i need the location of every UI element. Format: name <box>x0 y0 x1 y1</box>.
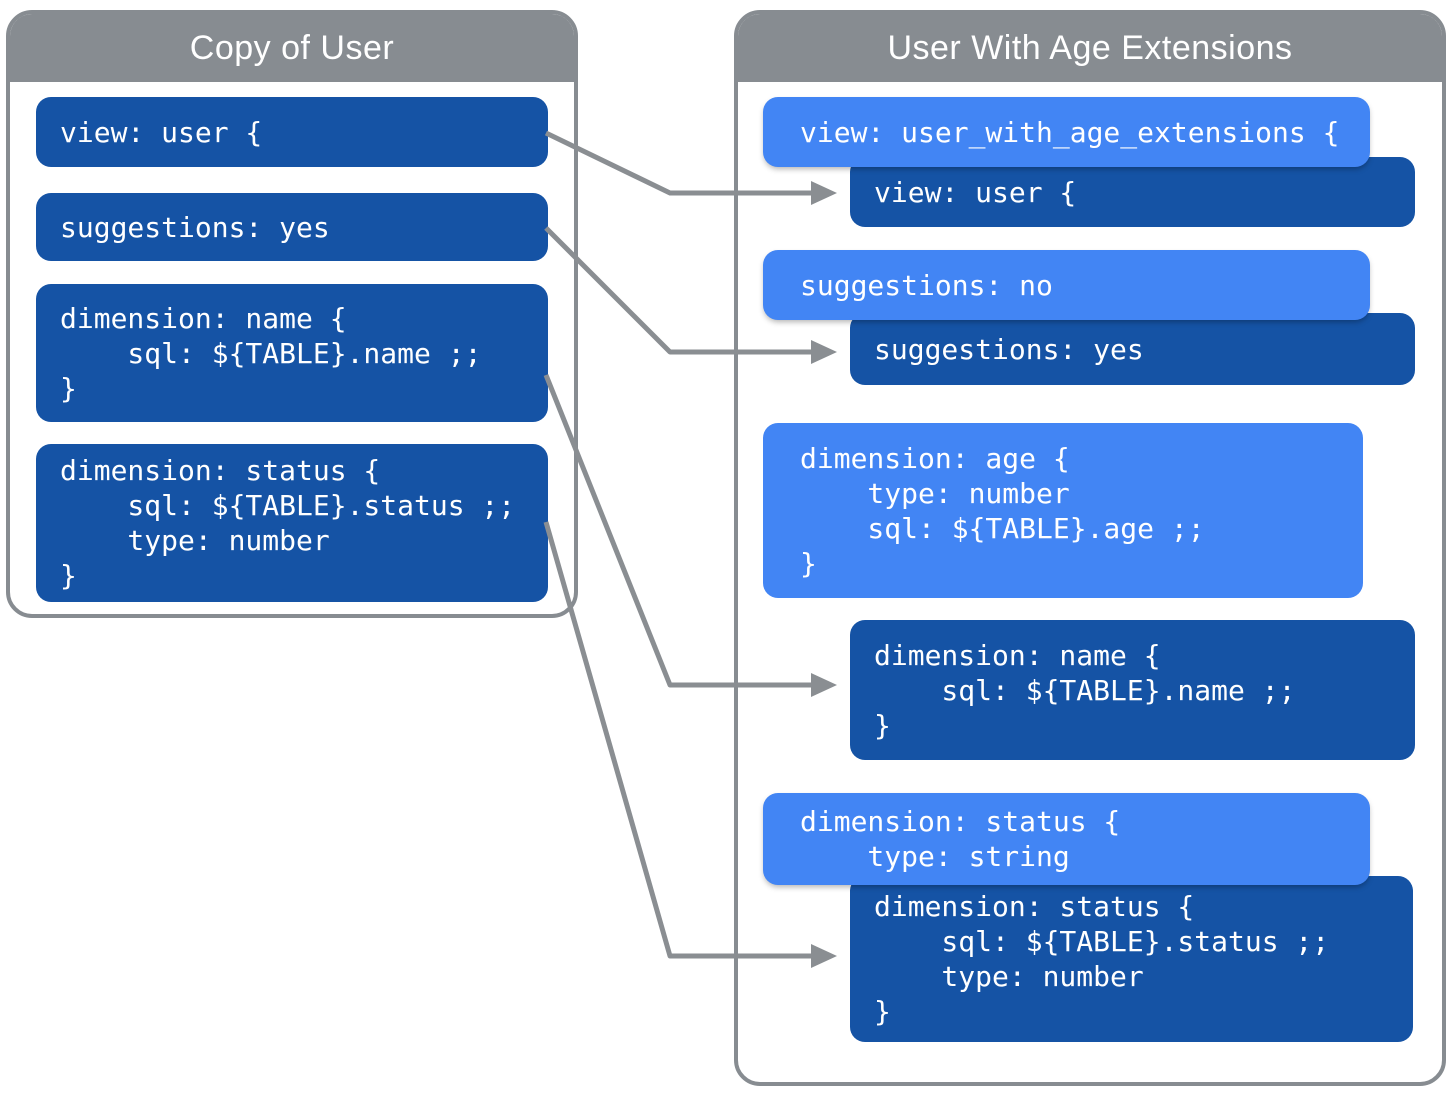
panel-copy-of-user-header: Copy of User <box>10 14 574 82</box>
code-block-suggestions-yes-inherited: suggestions: yes <box>850 313 1415 385</box>
code-block-dimension-status-inherited: dimension: status { sql: ${TABLE}.status… <box>850 876 1413 1042</box>
code-block-view-user-inherited: view: user { <box>850 157 1415 227</box>
code-block-dimension-status-override: dimension: status { type: string <box>763 793 1370 885</box>
code-block-dimension-name: dimension: name { sql: ${TABLE}.name ;; … <box>36 284 548 422</box>
code-block-dimension-name-inherited: dimension: name { sql: ${TABLE}.name ;; … <box>850 620 1415 760</box>
code-block-dimension-age: dimension: age { type: number sql: ${TAB… <box>763 423 1363 598</box>
code-block-suggestions-no: suggestions: no <box>763 250 1370 320</box>
code-block-suggestions-yes: suggestions: yes <box>36 193 548 261</box>
code-block-view-user: view: user { <box>36 97 548 167</box>
code-block-view-extended: view: user_with_age_extensions { <box>763 97 1370 167</box>
panel-user-with-age-extensions-title: User With Age Extensions <box>887 28 1293 67</box>
panel-copy-of-user-title: Copy of User <box>189 28 395 67</box>
code-block-dimension-status: dimension: status { sql: ${TABLE}.status… <box>36 444 548 602</box>
panel-user-with-age-extensions-header: User With Age Extensions <box>738 14 1442 82</box>
